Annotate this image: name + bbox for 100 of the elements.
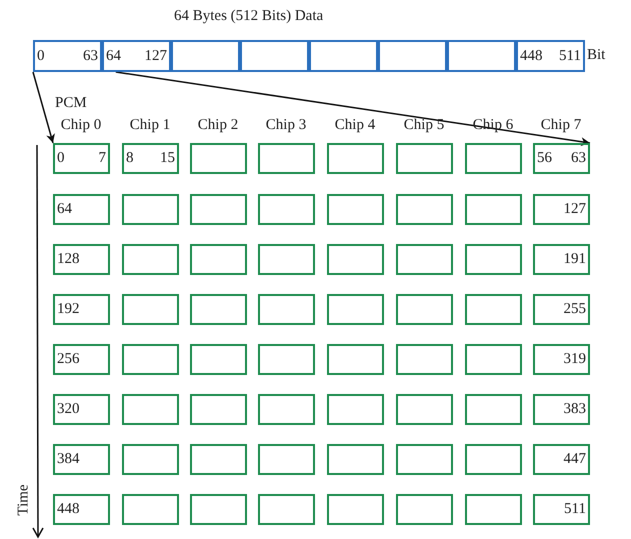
bit-index: 56 bbox=[537, 151, 552, 166]
column-header: Chip 0 bbox=[60, 118, 102, 133]
memory-cell-box bbox=[327, 194, 384, 225]
memory-cell-box bbox=[190, 394, 247, 425]
memory-cell-box bbox=[396, 444, 453, 475]
bit-index: 8 bbox=[126, 151, 134, 166]
data-segment-box bbox=[378, 40, 447, 72]
bit-index: 320 bbox=[57, 402, 80, 417]
memory-cell-box bbox=[258, 143, 315, 174]
memory-cell-box bbox=[190, 244, 247, 275]
memory-cell-box bbox=[190, 444, 247, 475]
memory-cell-box bbox=[533, 344, 590, 375]
memory-cell-box bbox=[327, 494, 384, 525]
memory-cell-box bbox=[465, 294, 522, 325]
memory-cell-box bbox=[465, 194, 522, 225]
memory-cell-box bbox=[122, 444, 179, 475]
memory-cell-box bbox=[258, 444, 315, 475]
memory-cell-box bbox=[122, 394, 179, 425]
memory-cell-box bbox=[396, 394, 453, 425]
bit-index: 447 bbox=[564, 452, 586, 467]
bit-index: 448 bbox=[57, 502, 80, 517]
axis-label: Time bbox=[16, 484, 32, 516]
column-header: Chip 3 bbox=[266, 118, 306, 133]
bit-index: 127 bbox=[564, 202, 586, 217]
bit-index: 192 bbox=[57, 302, 80, 317]
memory-cell-box bbox=[533, 294, 590, 325]
column-header: Chip 2 bbox=[198, 118, 238, 133]
memory-cell-box bbox=[327, 394, 384, 425]
column-header: Chip 5 bbox=[404, 118, 444, 133]
memory-cell-box bbox=[465, 444, 522, 475]
memory-cell-box bbox=[396, 344, 453, 375]
bit-index: 448 bbox=[520, 48, 542, 64]
bit-index: 511 bbox=[559, 48, 581, 64]
arrow bbox=[116, 71, 590, 146]
memory-cell-box bbox=[533, 194, 590, 225]
bit-index: 63 bbox=[571, 151, 586, 166]
memory-cell-box bbox=[396, 294, 453, 325]
bit-index: 127 bbox=[144, 48, 167, 64]
memory-cell-box bbox=[533, 394, 590, 425]
memory-cell-box bbox=[465, 494, 522, 525]
memory-cell-box bbox=[533, 444, 590, 475]
memory-cell-box bbox=[190, 294, 247, 325]
bit-index: 64 bbox=[106, 48, 121, 64]
bit-index: 255 bbox=[564, 302, 586, 317]
data-segment-box bbox=[102, 40, 171, 72]
memory-cell-box bbox=[396, 143, 453, 174]
memory-cell-box bbox=[53, 394, 110, 425]
memory-cell-box bbox=[122, 494, 179, 525]
unit-label: Bit bbox=[587, 48, 606, 63]
memory-cell-box bbox=[122, 344, 179, 375]
memory-cell-box bbox=[53, 344, 110, 375]
bit-index: 256 bbox=[57, 352, 80, 367]
memory-cell-box bbox=[122, 143, 179, 174]
bit-index: 15 bbox=[160, 151, 175, 166]
group-label: PCM bbox=[55, 96, 87, 111]
memory-cell-box bbox=[122, 294, 179, 325]
memory-cell-box bbox=[122, 194, 179, 225]
memory-cell-box bbox=[122, 244, 179, 275]
memory-cell-box bbox=[53, 444, 110, 475]
bit-index: 319 bbox=[564, 352, 586, 367]
data-segment-box bbox=[33, 40, 102, 72]
memory-cell-box bbox=[190, 194, 247, 225]
memory-cell-box bbox=[258, 194, 315, 225]
bit-index: 384 bbox=[57, 452, 80, 467]
memory-cell-box bbox=[190, 494, 247, 525]
data-segment-box bbox=[171, 40, 240, 72]
bit-index: 7 bbox=[98, 151, 106, 166]
bit-index: 191 bbox=[564, 252, 586, 267]
bit-index: 511 bbox=[564, 502, 586, 517]
memory-cell-box bbox=[53, 294, 110, 325]
data-segment-box bbox=[516, 40, 585, 72]
column-header: Chip 4 bbox=[334, 118, 376, 133]
column-header: Chip 7 bbox=[540, 118, 582, 133]
memory-cell-box bbox=[465, 344, 522, 375]
title: 64 Bytes (512 Bits) Data bbox=[174, 9, 324, 24]
memory-cell-box bbox=[327, 143, 384, 174]
memory-cell-box bbox=[533, 494, 590, 525]
memory-cell-box bbox=[258, 394, 315, 425]
data-segment-box bbox=[447, 40, 516, 72]
memory-cell-box bbox=[396, 194, 453, 225]
memory-cell-box bbox=[465, 143, 522, 174]
memory-cell-box bbox=[53, 244, 110, 275]
bit-index: 63 bbox=[83, 48, 98, 64]
bit-index: 383 bbox=[564, 402, 586, 417]
memory-cell-box bbox=[190, 143, 247, 174]
memory-cell-box bbox=[396, 494, 453, 525]
memory-cell-box bbox=[327, 294, 384, 325]
column-header: Chip 1 bbox=[130, 118, 170, 133]
memory-cell-box bbox=[258, 244, 315, 275]
data-segment-box bbox=[240, 40, 309, 72]
memory-cell-box bbox=[53, 143, 110, 174]
bit-index: 64 bbox=[57, 202, 72, 217]
memory-cell-box bbox=[533, 244, 590, 275]
data-segment-box bbox=[309, 40, 378, 72]
memory-cell-box bbox=[327, 244, 384, 275]
memory-cell-box bbox=[396, 244, 453, 275]
bit-index: 0 bbox=[57, 151, 64, 166]
memory-cell-box bbox=[533, 143, 590, 174]
memory-cell-box bbox=[258, 344, 315, 375]
memory-cell-box bbox=[258, 494, 315, 525]
